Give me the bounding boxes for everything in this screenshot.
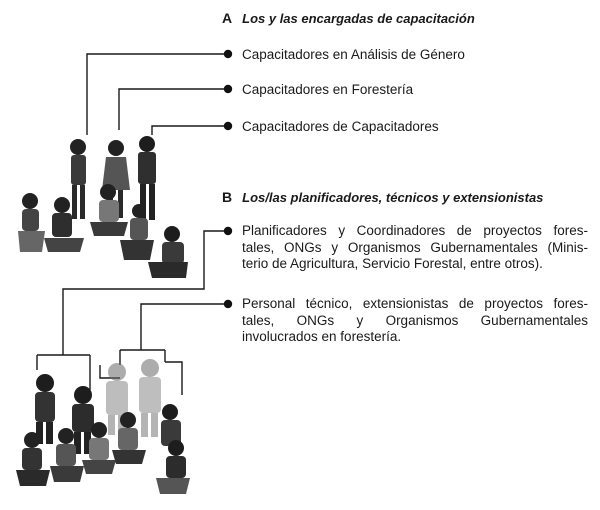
- figure-seated-3: [90, 184, 128, 236]
- connector-a2: [118, 88, 226, 130]
- bullets-a: [223, 49, 233, 131]
- figure-standing-1: [70, 139, 86, 219]
- figure-b-2: [72, 386, 94, 454]
- section-b-item-2-line-3: involucrados en forestería.: [242, 329, 402, 344]
- section-a-title: Los y las encargadas de capacitación: [242, 11, 475, 26]
- connector-b2: [140, 303, 226, 350]
- section-b-item-1-line-1: Planificadores y Coordinadores de proyec…: [242, 223, 588, 238]
- section-b-heading: B Los/las planificadores, técnicos y exte…: [222, 189, 543, 205]
- section-a-heading: A Los y las encargadas de capacitación: [222, 10, 475, 26]
- connector-a1: [86, 53, 226, 135]
- section-a-item-1: Capacitadores en Análisis de Género: [242, 47, 465, 62]
- section-b-item-1-line-2: tales, ONGs y Organismos Gubernamentales…: [242, 239, 588, 255]
- figure-b-9: [112, 412, 146, 464]
- bullet-a2: [223, 84, 233, 94]
- figure-seated-5: [148, 226, 188, 278]
- bullet-b1: [223, 226, 233, 236]
- section-a-item-3: Capacitadores de Capacitadores: [242, 119, 439, 134]
- bullet-b2: [223, 299, 233, 309]
- section-b-item-2-line-1: Personal técnico, extensionistas de proy…: [242, 296, 588, 311]
- bullets-b: [223, 226, 233, 309]
- figure-b-4: [139, 359, 161, 437]
- connector-b1: [62, 230, 226, 355]
- bullet-a3: [223, 121, 233, 131]
- section-b-item-2-line-2: tales, ONGs y Organismos Gubernamentales: [242, 312, 588, 328]
- section-b-item-2: Personal técnico, extensionistas de proy…: [242, 296, 588, 346]
- section-b-item-1-line-3: terio de Agricultura, Servicio Forestal,…: [242, 256, 543, 271]
- figure-seated-4: [120, 204, 154, 260]
- figure-b-8: [82, 422, 116, 474]
- figure-b-7: [50, 428, 84, 482]
- section-b-title: Los/las planificadores, técnicos y exten…: [242, 190, 544, 205]
- connectors-a: [86, 53, 226, 135]
- figure-b-3: [106, 363, 128, 435]
- figure-b-5: [161, 404, 181, 446]
- section-a-letter: A: [222, 10, 233, 26]
- trainers-illustration: [18, 136, 188, 278]
- figure-seated-2: [44, 197, 84, 252]
- section-b-item-1: Planificadores y Coordinadores de proyec…: [242, 223, 588, 273]
- section-a-item-2: Capacitadores en Forestería: [242, 82, 414, 97]
- figure-b-1: [35, 374, 55, 444]
- figure-b-6: [16, 432, 50, 486]
- figure-standing-3: [138, 136, 156, 220]
- connector-a3: [151, 125, 226, 135]
- connectors-b: [36, 230, 226, 395]
- bullet-a1: [223, 49, 233, 59]
- figure-b-10: [156, 440, 190, 494]
- planners-illustration: [16, 359, 190, 494]
- section-b-letter: B: [222, 189, 233, 205]
- figure-seated-1: [18, 193, 45, 252]
